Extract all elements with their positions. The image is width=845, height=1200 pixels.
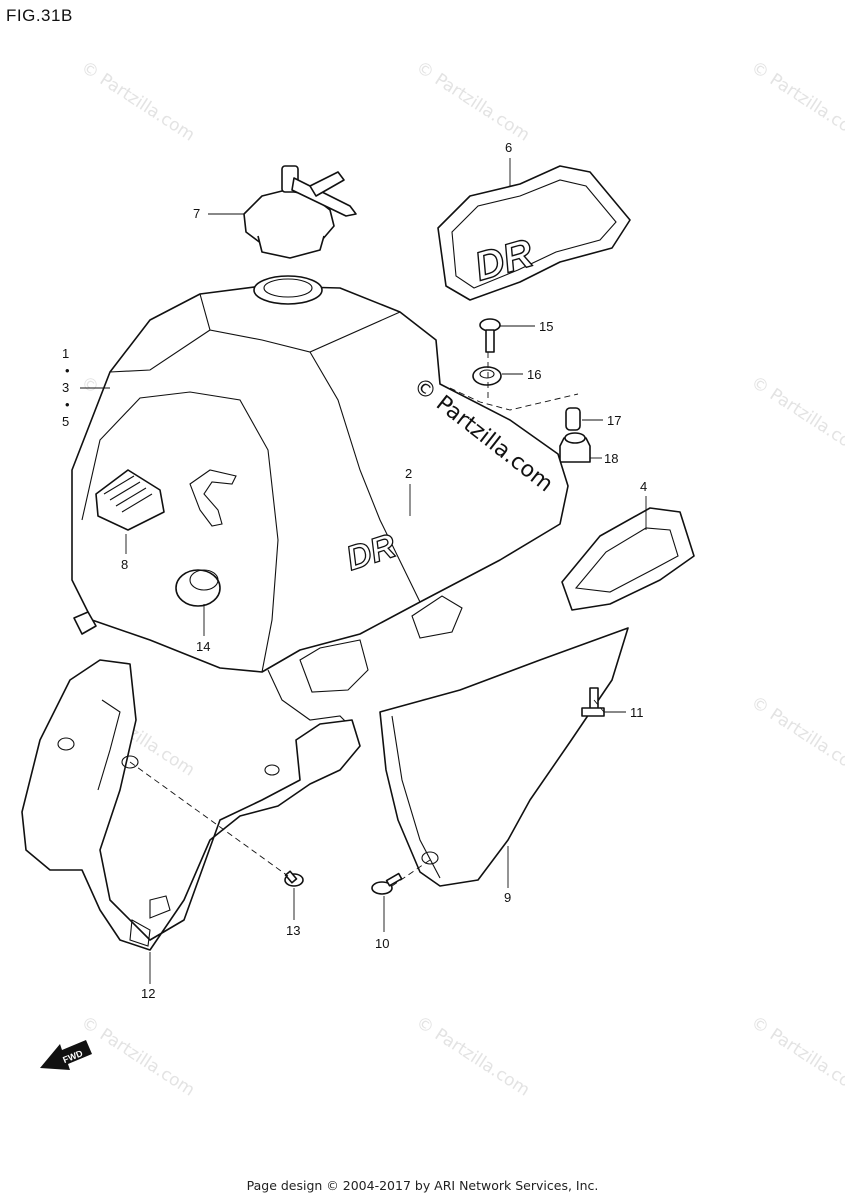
watermark: © Partzilla.com [747, 1012, 845, 1100]
watermark: © Partzilla.com [412, 57, 533, 145]
part-18-cushion[interactable] [559, 432, 591, 463]
callout-12: 12 [141, 986, 155, 1001]
svg-text:•: • [65, 397, 70, 412]
part-10-screw[interactable] [371, 872, 403, 895]
callout-7: 7 [193, 206, 200, 221]
part-6-emblem[interactable]: DR [437, 165, 631, 301]
callout-4: 4 [640, 479, 647, 494]
svg-text:•: • [65, 363, 70, 378]
callout-17: 17 [607, 413, 621, 428]
leader-lines [80, 158, 647, 984]
part-4-emblem[interactable] [561, 507, 695, 611]
watermark: © Partzilla.com [747, 692, 845, 780]
callout-11: 11 [630, 705, 644, 720]
callout-3: 3 [62, 380, 69, 395]
callout-14: 14 [196, 639, 210, 654]
part-16-grommet[interactable] [472, 366, 502, 386]
page-footer: Page design © 2004-2017 by ARI Network S… [246, 1178, 599, 1193]
callout-1: 1 [62, 346, 69, 361]
part-15-bolt[interactable] [479, 318, 501, 353]
part-17-collar[interactable] [565, 407, 581, 431]
part-11-bolt[interactable] [581, 687, 605, 717]
callout-15: 15 [539, 319, 553, 334]
callout-labels: 1 • 3 • 5 2 4 6 7 8 9 10 11 12 13 14 15 … [62, 140, 647, 1001]
callout-5: 5 [62, 414, 69, 429]
callout-18: 18 [604, 451, 618, 466]
watermark: © Partzilla.com [412, 1012, 533, 1100]
callout-16: 16 [527, 367, 541, 382]
callout-8: 8 [121, 557, 128, 572]
part-9-right-side-cover[interactable] [379, 627, 629, 887]
figure-title: FIG.31B [6, 6, 73, 25]
callout-6: 6 [505, 140, 512, 155]
part-13-screw[interactable] [284, 870, 304, 887]
watermark: © Partzilla.com [747, 372, 845, 460]
forward-arrow-icon: FWD [40, 1040, 92, 1070]
callout-13: 13 [286, 923, 300, 938]
callout-10: 10 [375, 936, 389, 951]
part-12-left-side-cover[interactable] [21, 659, 361, 951]
callout-9: 9 [504, 890, 511, 905]
part-7-fuel-cap[interactable] [243, 165, 357, 259]
exploded-parts-diagram: © Partzilla.com © Partzilla.com © Partzi… [21, 57, 845, 1101]
watermark: © Partzilla.com [77, 57, 198, 145]
watermark: © Partzilla.com [747, 57, 845, 145]
callout-2: 2 [405, 466, 412, 481]
watermark: © Partzilla.com [77, 1012, 198, 1100]
